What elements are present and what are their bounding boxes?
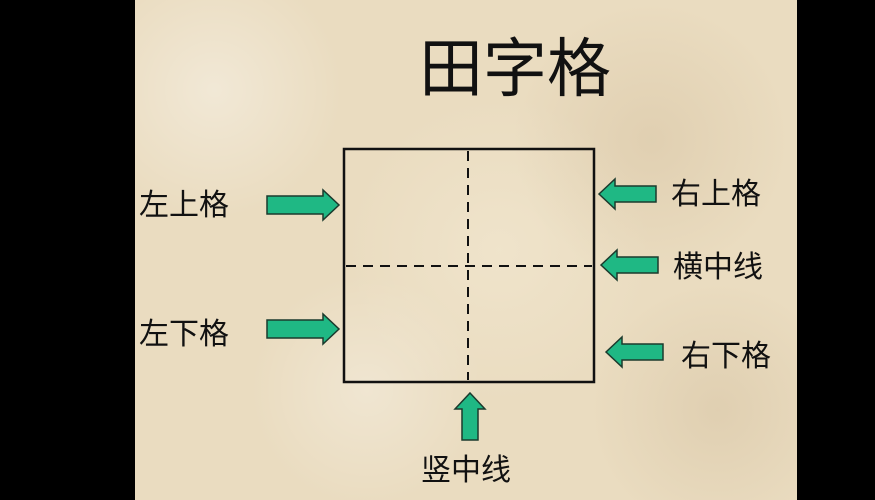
arrow-right-icon-bottom-left (266, 312, 341, 346)
arrow-up-icon-vertical-line (453, 391, 487, 441)
arrow-left-icon-horizontal-line (599, 248, 659, 282)
label-bottom-left: 左下格 (139, 317, 229, 352)
arrow-right-icon-top-left (266, 188, 341, 222)
label-top-left: 左上格 (139, 188, 229, 223)
diagram-title: 田字格 (419, 33, 611, 107)
grid-outer-square (342, 147, 596, 384)
tianzige-diagram (266, 147, 664, 441)
arrow-left-icon-bottom-right (604, 335, 664, 369)
slide-background: 田字格 左上格 左下格 右上格 横中线 右下格 竖中线 (135, 0, 797, 500)
arrow-left-icon-top-right (597, 177, 657, 211)
label-bottom-right: 右下格 (681, 339, 771, 374)
label-horizontal-center-line: 横中线 (673, 250, 763, 285)
label-top-right: 右上格 (671, 177, 761, 212)
label-vertical-center-line: 竖中线 (421, 453, 511, 488)
